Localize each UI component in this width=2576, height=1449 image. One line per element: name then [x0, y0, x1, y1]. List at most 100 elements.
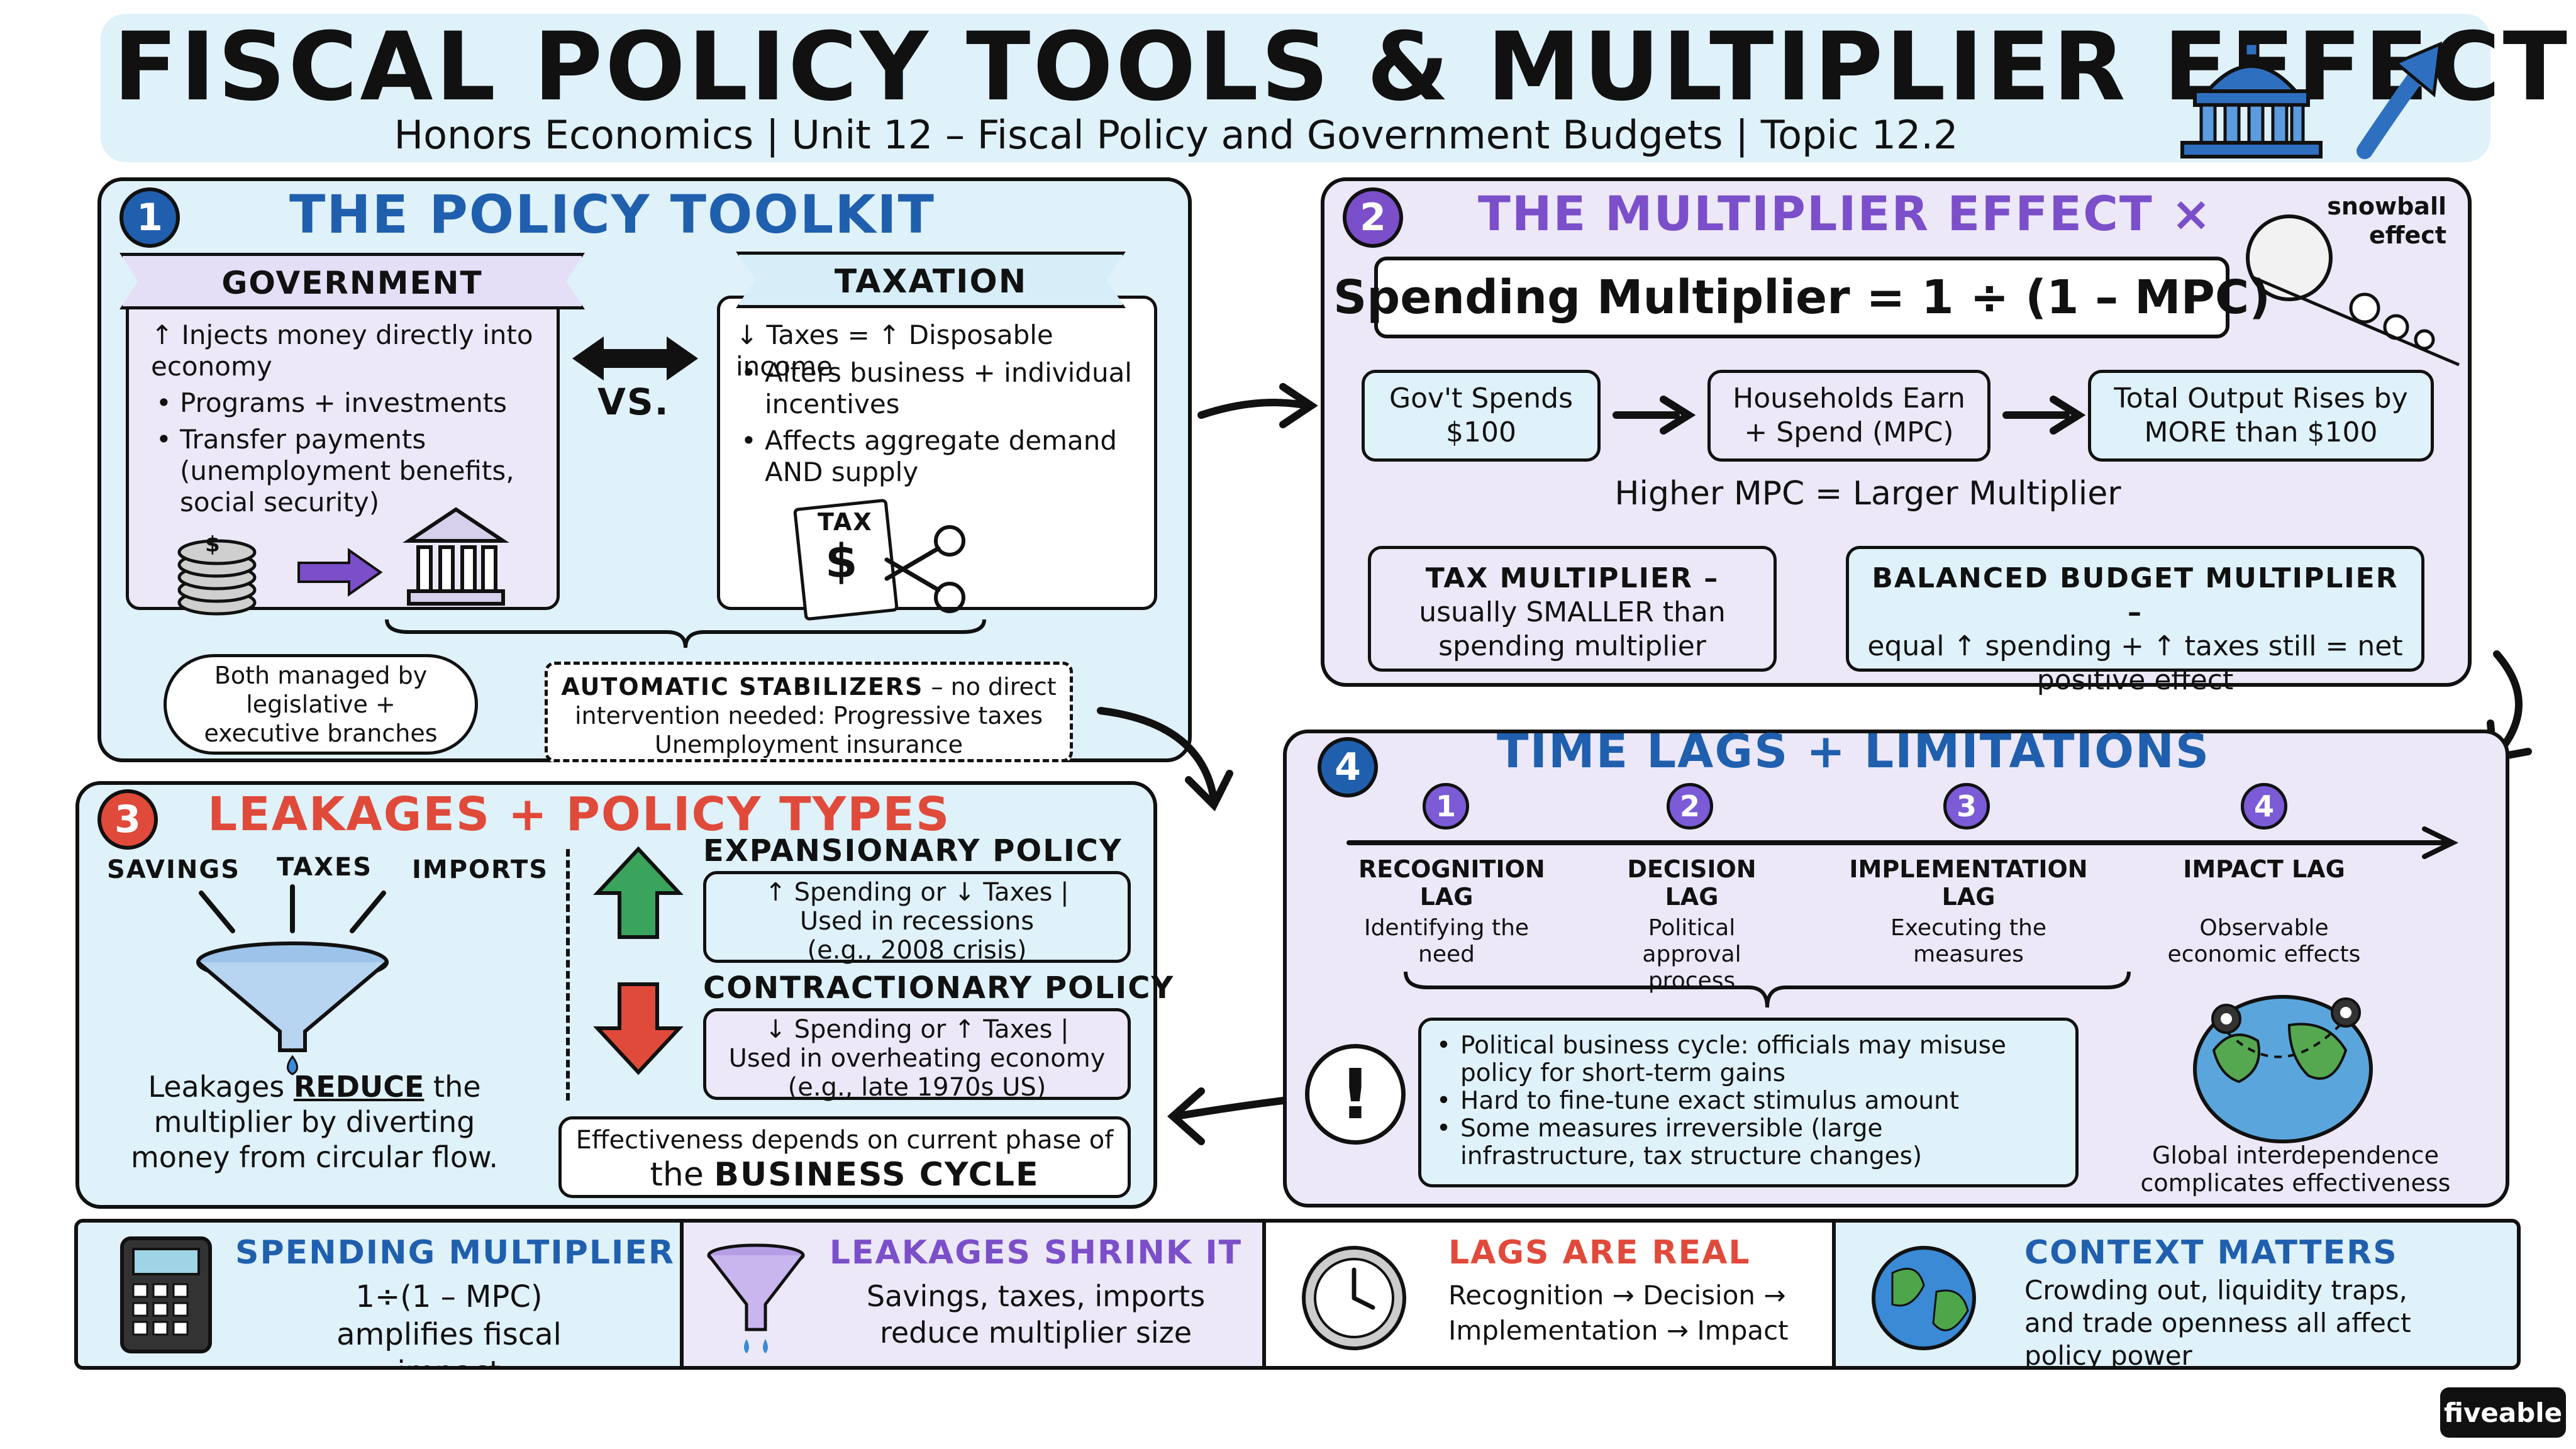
- flow-step-1: Gov't Spends $100: [1362, 370, 1601, 462]
- lag-desc-1: Identifying the need: [1363, 915, 1530, 967]
- lag-badge-4: 4: [2241, 783, 2287, 830]
- flow-arrow-2: [2002, 396, 2086, 435]
- tax-multiplier-text: usually SMALLER than spending multiplier: [1419, 596, 1726, 662]
- arrow-toolkit-to-multiplier: [1197, 383, 1318, 428]
- lag-badge-3: 3: [1943, 783, 1990, 830]
- lag-title-2: DECISION LAG: [1627, 855, 1757, 911]
- lags-title: TIME LAGS + LIMITATIONS: [1497, 724, 2211, 779]
- flow-arrow-1: [1613, 396, 1696, 435]
- contractionary-arrow-icon: [593, 982, 684, 1075]
- tax-document-label: TAX: [818, 508, 873, 536]
- funnel-icon: [707, 1243, 805, 1353]
- snowball-label: snowball effect: [2327, 192, 2446, 249]
- limitation-3: Some measures irreversible (large infras…: [1431, 1115, 2065, 1170]
- leak-label-taxes: TAXES: [277, 853, 373, 882]
- lag-title-4: IMPACT LAG: [2183, 855, 2345, 883]
- spending-item-2: Programs + investments: [151, 387, 553, 419]
- limitations-box: Political business cycle: officials may …: [1418, 1018, 2079, 1187]
- snowball-icon: [2246, 214, 2460, 367]
- leakage-funnel-icon: [196, 884, 389, 1075]
- page-title: FISCAL POLICY TOOLS & MULTIPLIER EFFECTS: [113, 13, 2576, 122]
- lags-brace: [1404, 971, 2131, 1008]
- limitation-2: Hard to fine-tune exact stimulus amount: [1431, 1087, 2065, 1116]
- lag-badge-1: 1: [1423, 783, 1469, 830]
- toolkit-title: THE POLICY TOOLKIT: [289, 184, 935, 245]
- expansionary-line3: (e.g., 2008 crisis): [807, 936, 1027, 965]
- managed-note: Both managed by legislative + executive …: [204, 662, 438, 747]
- taxation-title: TAXATION: [736, 252, 1126, 308]
- summary-title-4: CONTEXT MATTERS: [2024, 1234, 2398, 1272]
- automatic-stabilizers-box: AUTOMATIC STABILIZERS – no direct interv…: [545, 662, 1073, 762]
- formula-text: Spending Multiplier = 1 ÷ (1 – MPC): [1333, 270, 2271, 325]
- section-number-4: 4: [1318, 737, 1378, 797]
- balanced-budget-box: BALANCED BUDGET MULTIPLIER – equal ↑ spe…: [1846, 546, 2424, 696]
- bank-building-icon: [402, 507, 509, 606]
- leak-label-savings: SAVINGS: [107, 855, 241, 884]
- contractionary-title: CONTRACTIONARY POLICY: [703, 970, 1175, 1006]
- summary-title-1: SPENDING MULTIPLIER: [235, 1234, 675, 1272]
- section-number-2: 2: [1343, 187, 1403, 248]
- taxation-bullets: Alters business + individual incentives …: [736, 357, 1151, 488]
- lag-desc-3: Executing the measures: [1890, 915, 2046, 967]
- summary-text-1: 1÷(1 – MPC) amplifies fiscal impact: [336, 1279, 562, 1366]
- multiplier-title: THE MULTIPLIER EFFECT ×: [1478, 186, 2212, 242]
- expansionary-arrow-icon: [593, 846, 684, 939]
- brand-logo: fiveable: [2440, 1387, 2566, 1438]
- globe-icon: [1872, 1246, 1976, 1350]
- summary-text-3: Recognition → Decision → Implementation …: [1448, 1280, 1789, 1346]
- scissors-icon: [884, 525, 965, 613]
- section-number-1: 1: [119, 187, 180, 248]
- toolkit-brace: [385, 619, 986, 648]
- contractionary-line1: ↓ Spending or ↑ Taxes |: [765, 1015, 1069, 1044]
- leakages-divider: [566, 849, 570, 1101]
- business-cycle-box: Effectiveness depends on current phase o…: [558, 1116, 1131, 1198]
- timeline-arrow: [1346, 826, 2459, 859]
- tax-multiplier-box: TAX MULTIPLIER – usually SMALLER than sp…: [1368, 546, 1777, 672]
- taxation-item-2: Alters business + individual incentives: [736, 357, 1151, 420]
- brand-text: fiveable: [2443, 1397, 2563, 1428]
- flow-step-1-text: Gov't Spends $100: [1389, 382, 1574, 448]
- summary-title-2: LEAKAGES SHRINK IT: [829, 1234, 1243, 1272]
- capitol-building-icon: [2180, 42, 2323, 158]
- limitations-list: Political business cycle: officials may …: [1431, 1032, 2065, 1170]
- contractionary-line3: (e.g., late 1970s US): [787, 1073, 1046, 1102]
- versus-label: VS.: [597, 380, 670, 423]
- expansionary-line1: ↑ Spending or ↓ Taxes |: [765, 878, 1069, 907]
- limitation-1: Political business cycle: officials may …: [1431, 1032, 2065, 1087]
- flow-step-3-text: Total Output Rises by MORE than $100: [2114, 382, 2408, 448]
- stabilizers-title: AUTOMATIC STABILIZERS: [561, 673, 924, 701]
- stabilizers-text: – no direct intervention needed: Progres…: [574, 673, 1057, 758]
- spending-item-3: Transfer payments (unemployment benefits…: [151, 424, 553, 518]
- summary-card-3: LAGS ARE REAL Recognition → Decision → I…: [1266, 1223, 1836, 1366]
- government-spending-title: GOVERNMENT SPENDING: [119, 253, 585, 309]
- summary-text-2: Savings, taxes, imports reduce multiplie…: [866, 1279, 1206, 1350]
- summary-card-4: CONTEXT MATTERS Crowding out, liquidity …: [1836, 1223, 2517, 1366]
- warning-icon-circle: !: [1305, 1044, 1406, 1145]
- contractionary-box: ↓ Spending or ↑ Taxes | Used in overheat…: [703, 1008, 1131, 1102]
- summary-card-1: SPENDING MULTIPLIER 1÷(1 – MPC) amplifie…: [78, 1223, 684, 1366]
- effectiveness-line1: Effectiveness depends on current phase o…: [575, 1126, 1114, 1155]
- arrow-toolkit-to-leakages: [1097, 707, 1233, 812]
- world-map-globe-icon: [2193, 995, 2373, 1143]
- lag-title-3: IMPLEMENTATION LAG: [1849, 855, 2088, 911]
- coin-stack-icon: [177, 539, 257, 616]
- spending-multiplier-formula: Spending Multiplier = 1 ÷ (1 – MPC): [1333, 257, 2270, 338]
- lag-badge-2: 2: [1667, 783, 1713, 830]
- tax-multiplier-title: TAX MULTIPLIER –: [1425, 562, 1719, 594]
- spending-bullets: Programs + investments Transfer payments…: [151, 387, 553, 518]
- global-interdependence-note: Global interdependence complicates effec…: [2140, 1141, 2451, 1197]
- lag-title-1: RECOGNITION LAG: [1358, 855, 1545, 911]
- header-banner: [101, 14, 2490, 162]
- leak-label-imports: IMPORTS: [412, 855, 549, 884]
- reduce-word: REDUCE: [293, 1070, 425, 1104]
- summary-bar: SPENDING MULTIPLIER 1÷(1 – MPC) amplifie…: [74, 1219, 2521, 1370]
- clock-icon: [1302, 1246, 1406, 1350]
- leakages-title: LEAKAGES + POLICY TYPES: [208, 787, 951, 841]
- flow-step-2: Households Earn + Spend (MPC): [1707, 370, 1990, 462]
- expansionary-box: ↑ Spending or ↓ Taxes | Used in recessio…: [703, 871, 1131, 965]
- calculator-icon: [120, 1236, 212, 1353]
- tax-document-dollar: $: [825, 535, 859, 589]
- page-subtitle: Honors Economics | Unit 12 – Fiscal Poli…: [394, 112, 1958, 158]
- right-arrow-icon: [297, 548, 383, 597]
- summary-card-2: LEAKAGES SHRINK IT Savings, taxes, impor…: [684, 1223, 1266, 1366]
